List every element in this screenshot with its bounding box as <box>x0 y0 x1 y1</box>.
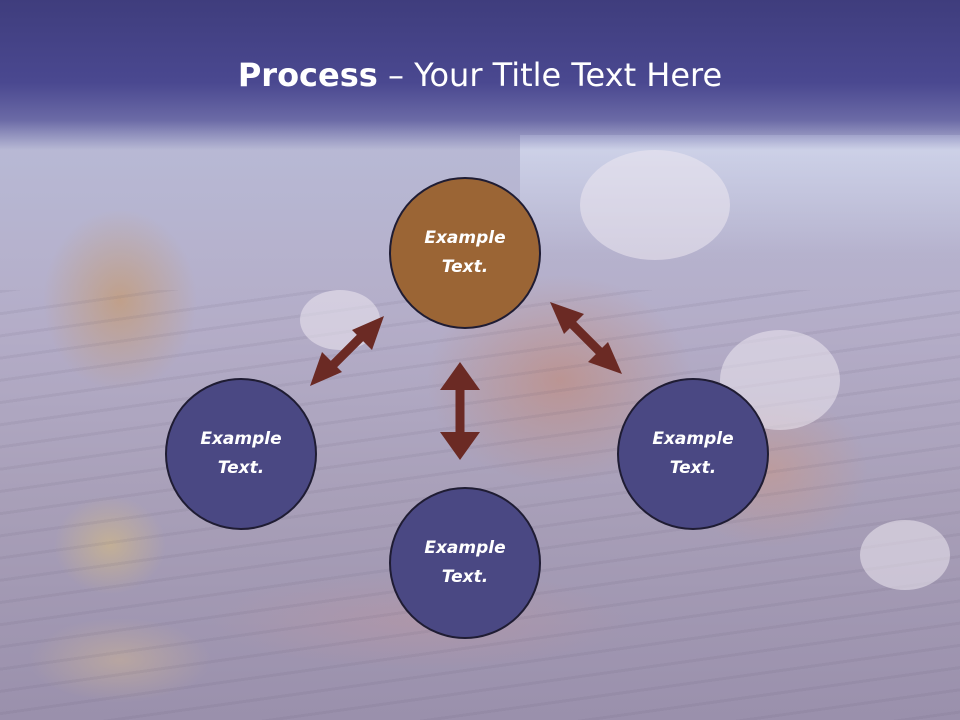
double-arrow-top-right[interactable] <box>550 302 622 374</box>
title-rest-text: – Your Title Text Here <box>377 56 723 94</box>
background-eggshell <box>860 520 950 590</box>
node-top-line2: Text. <box>441 257 489 277</box>
double-arrow-top-left[interactable] <box>310 316 384 386</box>
node-top-line1: Example <box>424 228 506 248</box>
background-eggshell <box>580 150 730 260</box>
title-band <box>0 0 960 150</box>
title-bold-text: Process <box>237 56 378 94</box>
node-right-line1: Example <box>652 429 734 449</box>
node-right-line2: Text. <box>669 458 717 478</box>
double-arrow-vertical[interactable] <box>440 362 480 460</box>
node-left-line2: Text. <box>217 458 265 478</box>
slide-title[interactable]: Process – Your Title Text Here <box>0 52 960 98</box>
node-bottom-line1: Example <box>424 538 506 558</box>
node-bottom-line2: Text. <box>441 567 489 587</box>
node-left-line1: Example <box>200 429 282 449</box>
